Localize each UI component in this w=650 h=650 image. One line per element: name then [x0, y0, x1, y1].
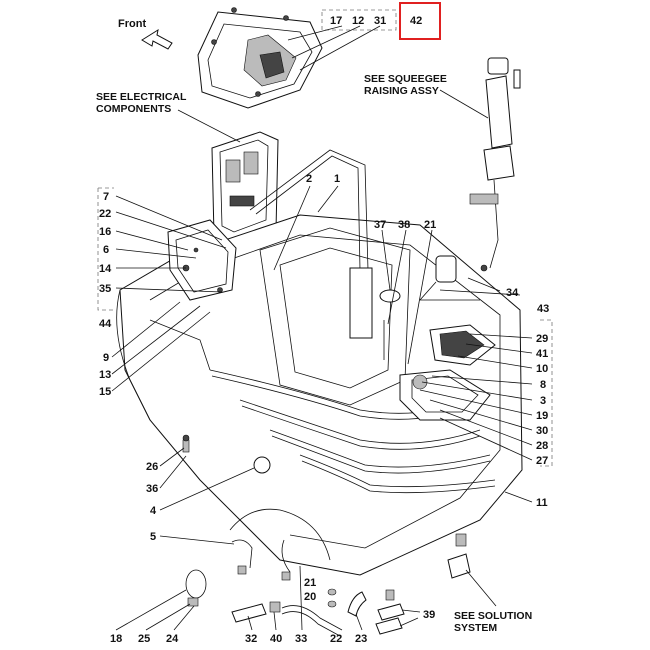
note-solution-line2: SYSTEM — [454, 622, 497, 634]
callout-25: 25 — [138, 633, 150, 645]
callout-29: 29 — [536, 333, 548, 345]
callout-17: 17 — [330, 15, 342, 27]
callout-labels: 17 12 31 7 22 16 6 14 35 44 2 1 37 38 21… — [99, 15, 549, 645]
electrical-components-part — [211, 131, 279, 247]
squeegee-actuator-part — [469, 57, 521, 272]
note-squeegee-line2: RAISING ASSY — [364, 85, 439, 97]
callout-7: 7 — [103, 191, 109, 203]
callout-21: 21 — [424, 219, 436, 231]
callout-2: 2 — [306, 173, 312, 185]
note-electrical-line2: COMPONENTS — [96, 103, 171, 115]
callout-27: 27 — [536, 455, 548, 467]
callout-14: 14 — [99, 263, 112, 275]
callout-21-lower: 21 — [304, 577, 316, 589]
callout-40: 40 — [270, 633, 282, 645]
callout-30: 30 — [536, 425, 548, 437]
screw-part — [182, 434, 190, 453]
callout-18: 18 — [110, 633, 122, 645]
callout-8: 8 — [540, 379, 546, 391]
callout-12: 12 — [352, 15, 364, 27]
callout-20: 20 — [304, 591, 316, 603]
callout-32: 32 — [245, 633, 257, 645]
callout-11: 11 — [536, 497, 548, 509]
callout-44: 44 — [99, 318, 112, 330]
note-squeegee-line1: SEE SQUEEGEE — [364, 73, 447, 85]
callout-26: 26 — [146, 461, 158, 473]
callout-22: 22 — [99, 208, 111, 220]
callout-41: 41 — [536, 348, 548, 360]
main-chassis-part — [116, 214, 523, 576]
callout-22-lower: 22 — [330, 633, 342, 645]
callout-4: 4 — [150, 505, 157, 517]
callout-31: 31 — [374, 15, 386, 27]
callout-34: 34 — [506, 287, 519, 299]
callout-16: 16 — [99, 226, 111, 238]
callout-37: 37 — [374, 219, 386, 231]
float-part — [419, 255, 521, 301]
note-solution-line1: SEE SOLUTION — [454, 610, 532, 622]
callout-23: 23 — [355, 633, 367, 645]
callout-43: 43 — [537, 303, 549, 315]
callout-36: 36 — [146, 483, 158, 495]
handle-tube-part — [249, 149, 373, 339]
hose-part — [231, 539, 291, 581]
leader-lines — [111, 185, 533, 631]
bottom-fittings-parts — [185, 533, 471, 637]
drain-plug-part — [253, 456, 271, 474]
callout-39: 39 — [423, 609, 435, 621]
callout-3: 3 — [540, 395, 546, 407]
note-electrical-line1: SEE ELECTRICAL — [96, 91, 187, 103]
callout-1: 1 — [334, 173, 340, 185]
callout-5: 5 — [150, 531, 156, 543]
callout-10: 10 — [536, 363, 548, 375]
top-cover-part — [197, 7, 323, 109]
callout-6: 6 — [103, 244, 109, 256]
callout-38: 38 — [398, 219, 410, 231]
highlight-box — [399, 2, 441, 40]
front-label: Front — [118, 18, 146, 30]
callout-28: 28 — [536, 440, 548, 452]
plug-part — [379, 289, 401, 303]
callout-33: 33 — [295, 633, 307, 645]
front-arrow-icon — [141, 28, 173, 50]
group-43-bracket — [540, 319, 553, 467]
callout-19: 19 — [536, 410, 548, 422]
group-44-bracket — [97, 187, 114, 311]
callout-42: 42 — [410, 15, 422, 27]
callout-13: 13 — [99, 369, 111, 381]
callout-15: 15 — [99, 386, 111, 398]
callout-35: 35 — [99, 283, 111, 295]
callout-9: 9 — [103, 352, 109, 364]
right-assembly-parts — [399, 324, 496, 421]
callout-24: 24 — [166, 633, 179, 645]
